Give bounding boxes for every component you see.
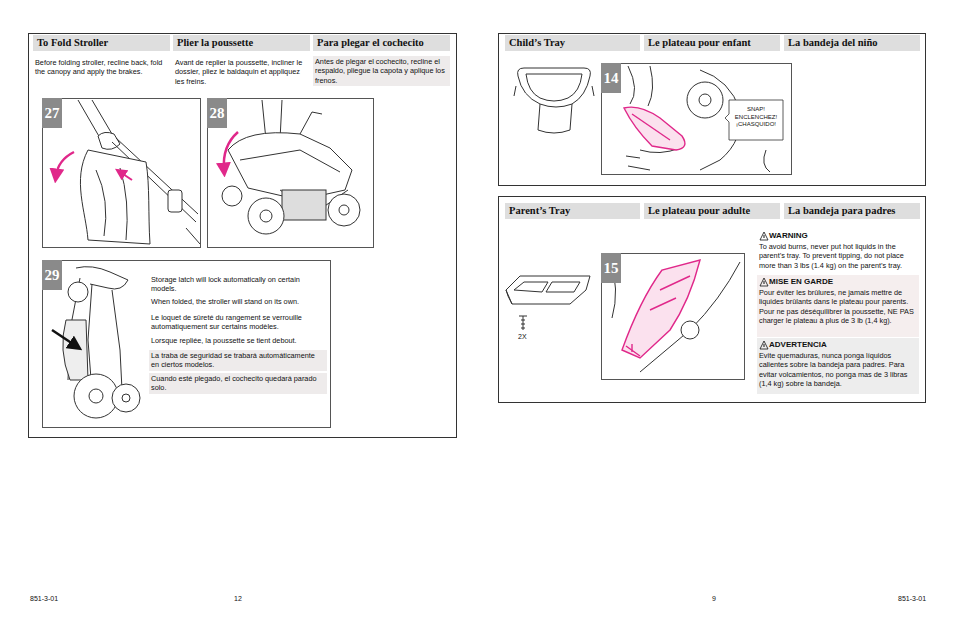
page-code: 851-3-01 [30,594,58,603]
step-number: 27 [42,98,62,128]
section-heading: Le plateau pour adulte [644,203,780,219]
instruction-text: Cuando esté plegado, el cochecito quedar… [149,373,327,394]
parent-tray-illustration [506,276,590,330]
instruction-text: Antes de plegar el cochecito, recline el… [313,56,450,86]
instruction-text: To avoid burns, never put hot liquids in… [759,242,919,270]
step-box: 14SNAP! ENCLENCHEZ! ¡CHASQUIDO! [601,63,792,175]
page-code: 851-3-01 [898,594,926,603]
quantity-label: 2X [518,332,527,341]
instruction-text: When folded, the stroller will stand on … [151,297,316,306]
section-heading: Le plateau pour enfant [644,35,780,51]
warning-shade [757,338,919,394]
page-number: 9 [712,594,716,603]
instruction-text: Pour éviter les brûlures, ne jamais mett… [759,288,919,326]
section-heading: To Fold Stroller [33,35,170,51]
page-number: 12 [234,594,242,603]
warning-heading: MISE EN GARDE [769,277,889,287]
warning-heading: ADVERTENCIA [769,340,889,350]
instruction-text: Before folding stroller, recline back, f… [35,58,170,77]
section-panel: Parent’s TrayLe plateau pour adulteLa ba… [498,196,926,403]
step-number: 29 [42,260,62,290]
step-number: 28 [207,98,227,128]
fold-arrow [56,152,74,176]
step-box: 29Storage latch will lock automatically … [42,260,331,428]
section-heading: Parent’s Tray [505,203,640,219]
child-tray-illustration [514,68,594,133]
section-heading: Plier la poussette [173,35,310,51]
tray-mount-illustration [610,258,740,372]
canopy-fold-illustration [78,100,200,244]
latch-arrow [52,330,76,346]
section-panel: To Fold StrollerPlier la poussettePara p… [28,33,457,438]
step-box: 15 [601,253,745,380]
fold-arrow [120,172,132,180]
parent-tray-highlight [622,260,700,358]
instruction-text: Avant de replier la poussette, incliner … [175,58,310,86]
step-number: 14 [601,63,621,93]
callout-text: SNAP! ENCLENCHEZ! ¡CHASQUIDO! [730,106,782,129]
instruction-text: Lorsque repliée, la poussette se tient d… [151,336,319,345]
instruction-text: Storage latch will lock automatically on… [151,275,301,294]
instruction-text: Le loquet de sûreté du rangement se verr… [151,313,319,332]
fold-arrow [224,132,238,170]
section-heading: Child’s Tray [505,35,640,51]
bubble-outline [725,100,783,140]
callout-bubble: SNAP! ENCLENCHEZ! ¡CHASQUIDO! [725,98,785,142]
section-heading: Para plegar el cochecito [313,35,450,51]
step-box: 27 [42,98,201,248]
step-number: 15 [601,253,621,283]
section-panel: Child’s TrayLe plateau pour enfantLa ban… [498,33,926,186]
child-tray-highlight [624,107,685,150]
stroller-fold-illustration [222,100,360,234]
section-heading: La bandeja para padres [784,203,920,219]
instruction-text: La traba de seguridad se trabará automát… [149,350,327,371]
step-box: 28 [207,98,374,248]
folded-stroller-illustration [63,267,140,418]
section-heading: La bandeja del niño [784,35,920,51]
warning-heading: WARNING [769,231,889,241]
warning-shade [757,275,919,337]
bubble-outline [725,98,785,142]
instruction-text: Evite quemaduras, nunca ponga líquidos c… [759,351,919,389]
